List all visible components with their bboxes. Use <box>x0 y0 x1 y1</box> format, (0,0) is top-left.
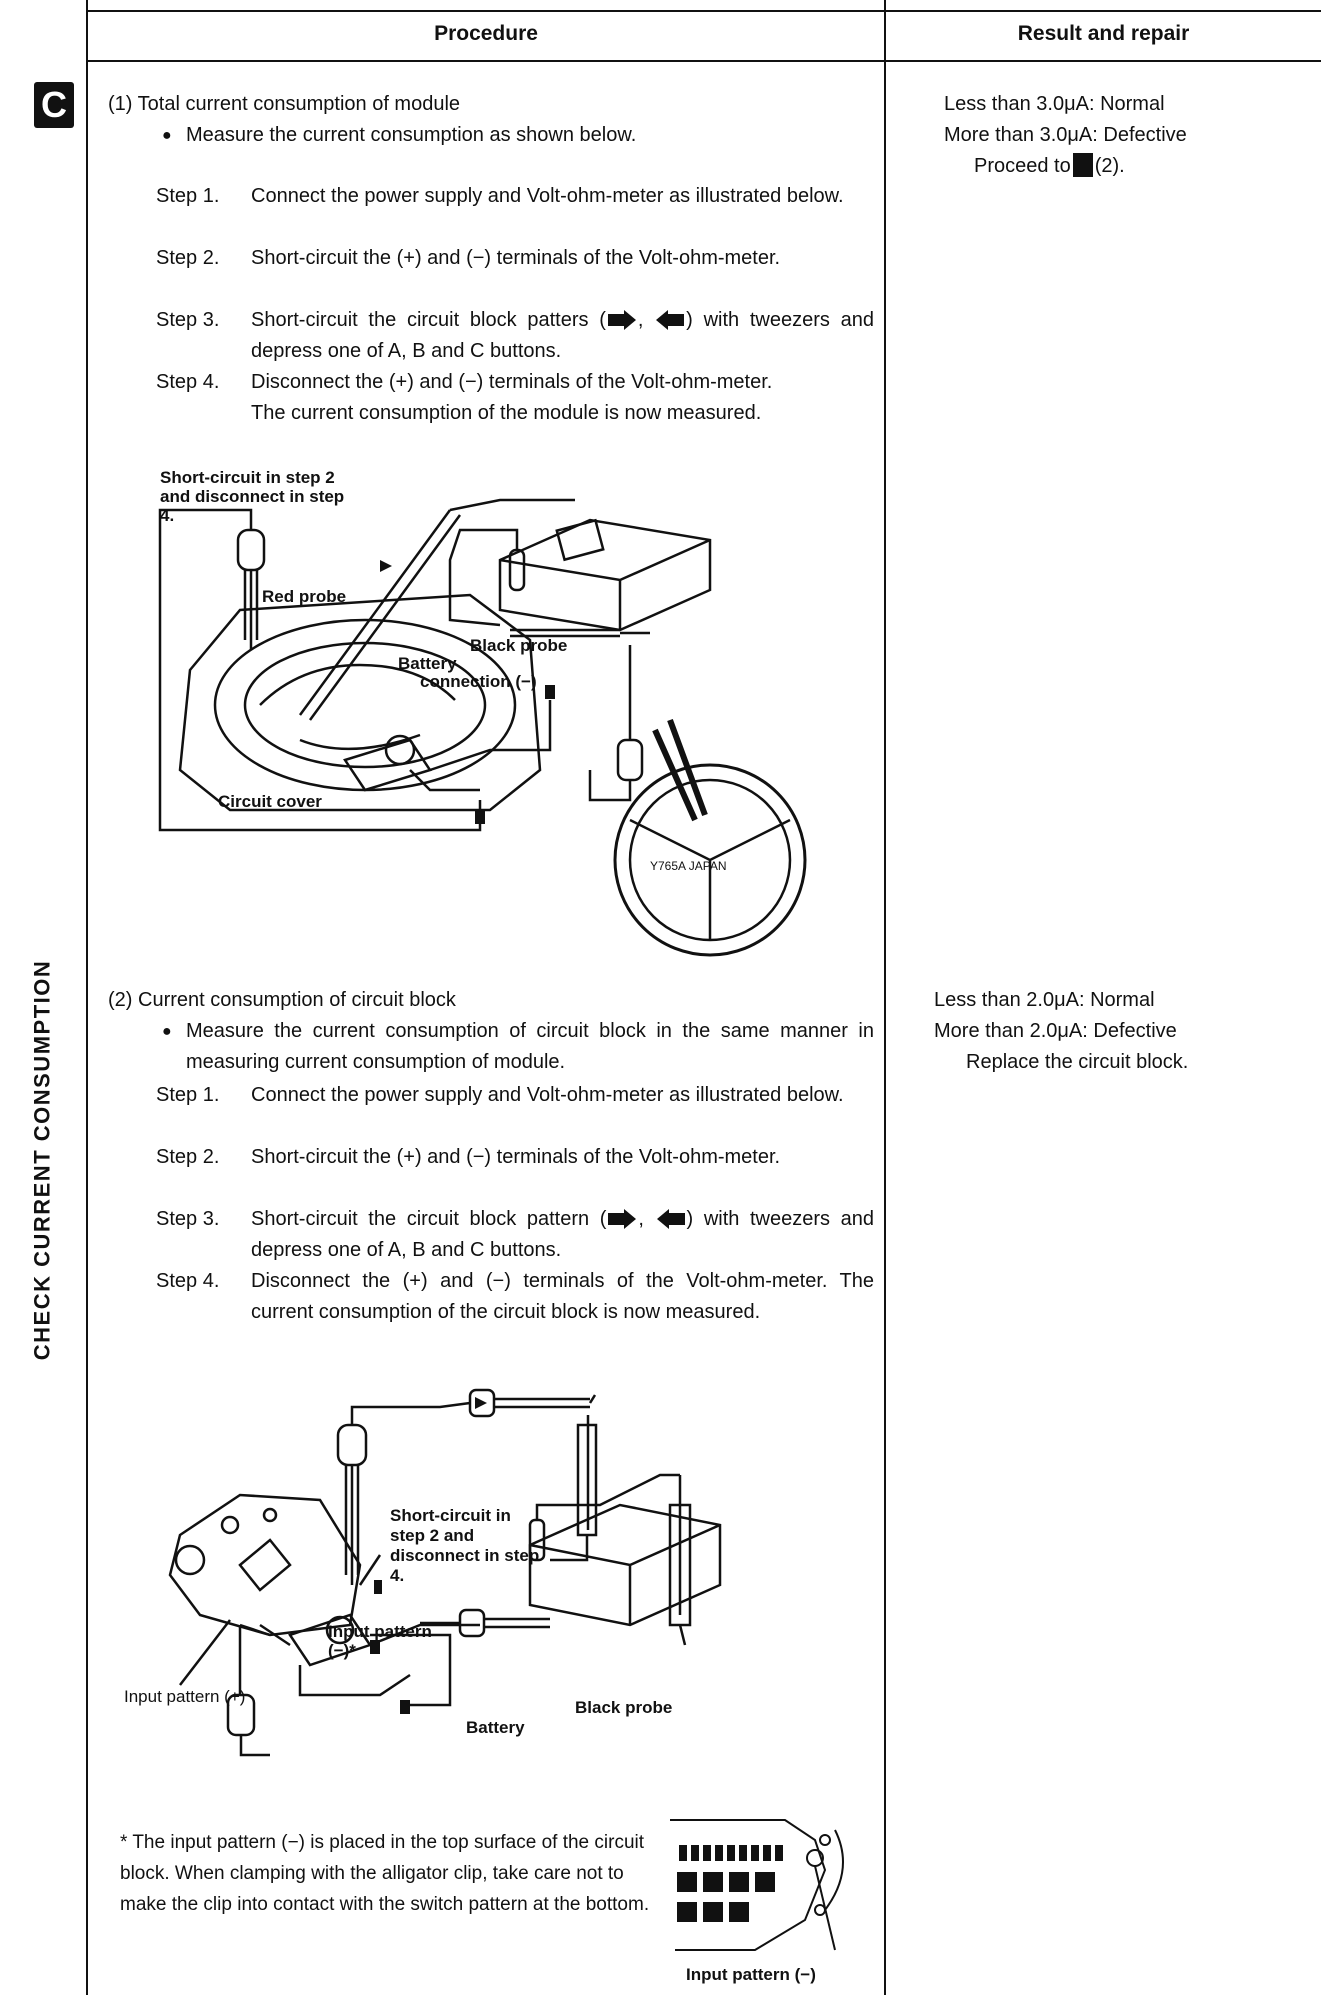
step-text: Connect the power supply and Volt-ohm-me… <box>251 1084 844 1106</box>
detail-label-input-pattern: Input pattern (−) <box>686 1965 816 1984</box>
svg-text:Y765A JAPAN: Y765A JAPAN <box>650 859 727 873</box>
diagram2-label-short-circuit: Short-circuit in step 2 and disconnect i… <box>390 1506 540 1585</box>
column-divider-right <box>884 0 886 1995</box>
step-text: Connect the power supply and Volt-ohm-me… <box>251 185 844 207</box>
section1-result-proceed: Proceed to (2). <box>974 151 1125 182</box>
step-label: Step 1. <box>156 1084 220 1106</box>
side-title: CHECK CURRENT CONSUMPTION <box>12 540 72 1780</box>
section2-result-replace: Replace the circuit block. <box>966 1051 1189 1073</box>
step-label: Step 2. <box>156 1146 220 1168</box>
step-text-b: ) with tweezers and depress one of A, B … <box>251 309 874 362</box>
diagram2-label-input-pattern-minus: Input pattern <box>328 1622 432 1641</box>
section2-title: (2) Current consumption of circuit block <box>108 989 456 1011</box>
procedure-header: Procedure <box>434 22 538 45</box>
step-text-a: Short-circuit the circuit block patters … <box>251 309 606 331</box>
input-pattern-detail-diagram <box>670 1819 844 1951</box>
diagram2-label-input-pattern-plus: Input pattern (+) <box>124 1687 246 1706</box>
diagram2-label-input-pattern-minus-2: (−)* <box>328 1641 356 1660</box>
diagram2-label-black-probe: Black probe <box>575 1698 673 1717</box>
module-measurement-diagram: Y765A JAPAN <box>158 498 807 957</box>
proceed-target: (2). <box>1094 155 1125 177</box>
section-tab-letter: C <box>34 82 74 128</box>
step-label: Step 4. <box>156 371 220 393</box>
step-label: Step 1. <box>156 185 220 207</box>
section1-step4: Step 4. Disconnect the (+) and (−) termi… <box>156 367 874 460</box>
step-text: Short-circuit the (+) and (−) terminals … <box>251 1146 781 1168</box>
proceed-text: Proceed to <box>974 155 1071 177</box>
section2-step1: Step 1. Connect the power supply and Vol… <box>156 1080 874 1142</box>
section1-step3: Step 3. Short-circuit the circuit block … <box>156 305 874 367</box>
step-text: Short-circuit the (+) and (−) terminals … <box>251 247 781 269</box>
result-header: Result and repair <box>1017 22 1190 45</box>
section1-bullet: Measure the current consumption as shown… <box>162 120 636 151</box>
arrow-left-icon <box>656 310 685 330</box>
step-text: Short-circuit the circuit block patters … <box>251 309 874 362</box>
arrow-right-icon <box>607 310 636 330</box>
section1-title: (1) Total current consumption of module <box>108 93 461 115</box>
step-text: Disconnect the (+) and (−) terminals of … <box>251 1270 874 1323</box>
diagram1-label-black-probe: Black probe <box>470 636 568 655</box>
diagram1-label-battery-connection: connection (−) <box>420 672 537 691</box>
step-text: Disconnect the (+) and (−) terminals of … <box>251 367 874 429</box>
section2-result-defective: More than 2.0μA: Defective <box>934 1020 1177 1042</box>
diagram2-label-battery: Battery <box>466 1718 525 1737</box>
diagram1-label-short-circuit: Short-circuit in step 2 and disconnect i… <box>160 468 345 525</box>
footnote: * The input pattern (−) is placed in the… <box>120 1832 650 1915</box>
section1-step2: Step 2. Short-circuit the (+) and (−) te… <box>156 243 874 305</box>
side-title-text: CHECK CURRENT CONSUMPTION <box>29 959 54 1361</box>
step-label: Step 2. <box>156 247 220 269</box>
step-text-a: Short-circuit the circuit block pattern … <box>251 1208 607 1230</box>
diagram1-label-circuit-cover: Circuit cover <box>218 792 322 811</box>
step-label: Step 4. <box>156 1270 220 1292</box>
step-label: Step 3. <box>156 1208 220 1230</box>
section1-result-defective: More than 3.0μA: Defective <box>944 124 1187 146</box>
section2-bullet: Measure the current consumption of circu… <box>162 1016 874 1078</box>
arrow-right-icon <box>608 1209 637 1229</box>
section1-result-normal: Less than 3.0μA: Normal <box>944 93 1165 115</box>
section2-step4: Step 4. Disconnect the (+) and (−) termi… <box>156 1266 874 1359</box>
step-text-note: The current consumption of the module is… <box>251 402 762 424</box>
section2-result-normal: Less than 2.0μA: Normal <box>934 989 1155 1011</box>
diagram1-label-red-probe: Red probe <box>262 587 347 606</box>
diagram1-label-battery: Battery <box>398 654 457 673</box>
arrow-left-icon <box>656 1209 685 1229</box>
step-text-b: ) with tweezers and depress one of A, B … <box>251 1208 874 1261</box>
section2-step3: Step 3. Short-circuit the circuit block … <box>156 1204 874 1266</box>
step-label: Step 3. <box>156 309 220 331</box>
step-text-main: Disconnect the (+) and (−) terminals of … <box>251 371 773 393</box>
section-c-mark-icon <box>1072 153 1093 177</box>
step-text: Short-circuit the circuit block pattern … <box>251 1208 874 1261</box>
column-divider-left <box>86 0 88 1995</box>
section1-step1: Step 1. Connect the power supply and Vol… <box>156 181 874 243</box>
section2-step2: Step 2. Short-circuit the (+) and (−) te… <box>156 1142 874 1204</box>
header-bottom-rule <box>86 60 1321 62</box>
header-top-rule <box>86 10 1321 12</box>
circuit-block-measurement-diagram <box>168 1388 722 1757</box>
